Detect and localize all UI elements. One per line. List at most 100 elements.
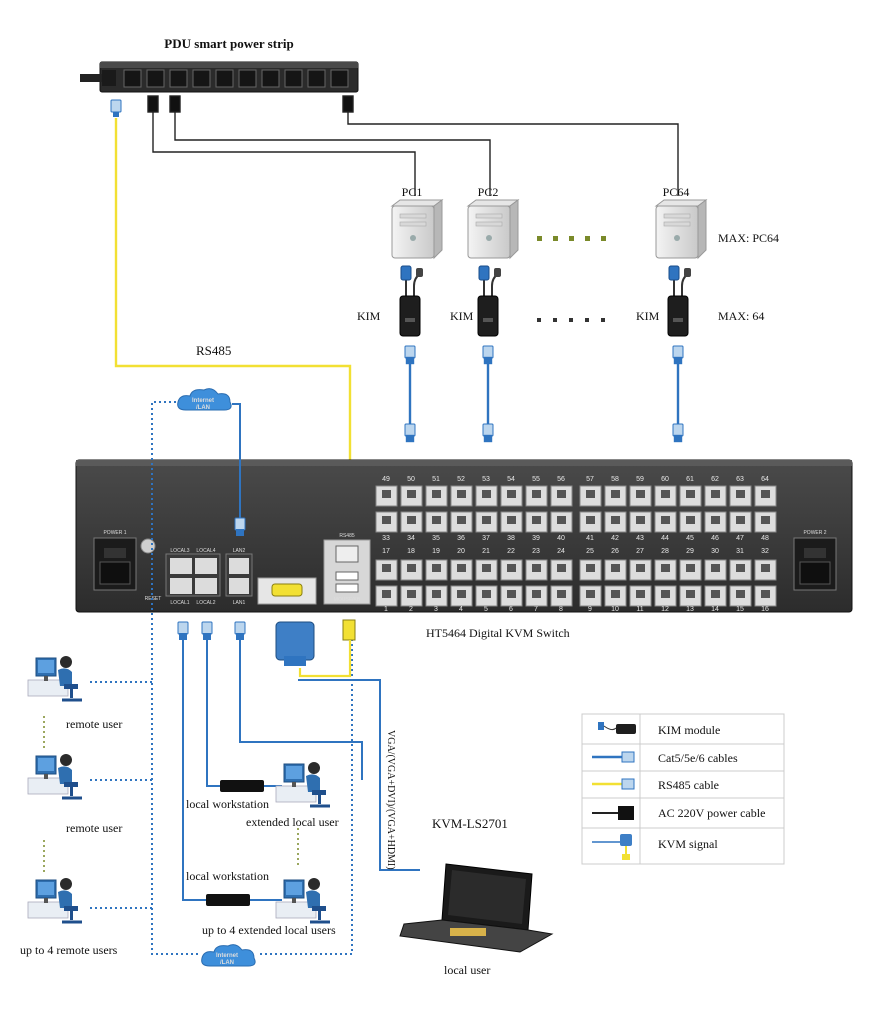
rj45-port-slot	[457, 590, 466, 598]
local-cat5-cables	[177, 621, 420, 901]
port-number-label: 22	[507, 548, 515, 555]
network-dotted-lines	[90, 401, 353, 955]
lan2-label: LAN2	[233, 548, 246, 554]
port-number-label: 52	[457, 476, 465, 483]
port-number-label: 26	[611, 548, 619, 555]
rj45-port-slot	[661, 590, 670, 598]
rj45-port-slot	[432, 564, 441, 572]
rj45-port-slot	[611, 490, 620, 498]
port-number-label: 57	[586, 476, 594, 483]
rj45-port-slot	[586, 590, 595, 598]
rj45-port-slot	[711, 590, 720, 598]
port-number-label: 29	[686, 548, 694, 555]
kvm-console	[399, 863, 554, 953]
legend-kvm-signal-icon	[592, 834, 632, 860]
pc64-label: PC64	[663, 185, 690, 199]
kim-label-2: KIM	[450, 309, 474, 323]
rs485-cable	[110, 99, 356, 528]
port-number-label: 34	[407, 535, 415, 542]
rj45-port-slot	[507, 490, 516, 498]
port-number-label: 11	[636, 606, 643, 613]
rj45-port-slot	[586, 564, 595, 572]
rj45-port-slot	[482, 590, 491, 598]
rj45-port-slot	[382, 516, 391, 524]
rj45-port-slot	[532, 564, 541, 572]
port-number-label: 58	[611, 476, 619, 483]
vga-cable	[275, 619, 356, 678]
kim-label-3: KIM	[636, 309, 660, 323]
port-number-label: 4	[459, 606, 463, 613]
kim-cat5-cables	[403, 344, 685, 443]
local-workstation-2	[206, 894, 282, 906]
extended-local-user	[274, 760, 332, 808]
rj45-port-slot	[761, 516, 770, 524]
pdu-outlet	[192, 69, 211, 88]
port-number-label: 64	[761, 476, 769, 483]
pdu-outlet	[284, 69, 303, 88]
rj45-port-slot	[661, 516, 670, 524]
rj45-port-slot	[382, 490, 391, 498]
pc-1	[391, 199, 443, 259]
kim-label-1: KIM	[357, 309, 381, 323]
kim-module-64	[667, 265, 692, 337]
port-number-label: 25	[586, 548, 594, 555]
pdu-outlet	[123, 69, 142, 88]
port-number-label: 63	[736, 476, 744, 483]
rj45-port-slot	[507, 564, 516, 572]
max-pc-label: MAX: PC64	[718, 231, 779, 245]
rj45-port-slot	[432, 490, 441, 498]
legend-label-3: AC 220V power cable	[658, 806, 765, 820]
internet-top-label-1: Internet	[192, 398, 214, 404]
rj45-port-slot	[736, 516, 745, 524]
rj45-port-slot	[611, 516, 620, 524]
rj45-port-slot	[532, 490, 541, 498]
remote-user-label-1: remote user	[66, 717, 122, 731]
legend-label-0: KIM module	[658, 723, 720, 737]
rj45-port-slot	[761, 490, 770, 498]
rj45-port-slot	[432, 516, 441, 524]
port-number-label: 14	[711, 606, 719, 613]
power1-label: POWER 1	[103, 530, 126, 536]
port-number-label: 21	[482, 548, 490, 555]
kim-module-2	[477, 265, 502, 337]
legend-cat5-icon	[592, 751, 635, 763]
pdu-outlet	[146, 69, 165, 88]
port-number-label: 33	[382, 535, 390, 542]
port-number-label: 43	[636, 535, 644, 542]
port-number-label: 48	[761, 535, 769, 542]
rj45-port-slot	[711, 564, 720, 572]
port-number-label: 46	[711, 535, 719, 542]
rj45-port-slot	[761, 590, 770, 598]
pdu-label: PDU smart power strip	[164, 36, 293, 51]
port-number-label: 50	[407, 476, 415, 483]
port-number-label: 1	[384, 606, 388, 613]
port-number-label: 5	[484, 606, 488, 613]
rj45-port-slot	[586, 490, 595, 498]
extended-local-users	[274, 876, 332, 924]
pc2-label: PC2	[478, 185, 499, 199]
rj45-port-slot	[611, 590, 620, 598]
rj45-port-slot	[532, 516, 541, 524]
port-number-label: 44	[661, 535, 669, 542]
local3-label: LOCAL3	[170, 548, 189, 554]
rj45-port-slot	[507, 516, 516, 524]
remote-user-2	[26, 752, 84, 800]
rj45-port-slot	[482, 490, 491, 498]
port-number-label: 2	[409, 606, 413, 613]
pdu-outlet	[169, 69, 188, 88]
pdu-outlet	[215, 69, 234, 88]
pc1-label: PC1	[402, 185, 423, 199]
rj45-port-slot	[557, 590, 566, 598]
vga-cable-label: VGA/(VGA+DVI)/(VGA+HDMI)	[385, 730, 396, 870]
kim-ellipsis	[537, 318, 605, 322]
rj45-port-slot	[611, 564, 620, 572]
port-number-label: 62	[711, 476, 719, 483]
rj45-port-slot	[636, 516, 645, 524]
rj45-port-slot	[686, 564, 695, 572]
internet-top-label-2: /LAN	[196, 405, 210, 411]
rj45-port-slot	[686, 490, 695, 498]
kvm-model-label: KVM-LS2701	[432, 816, 508, 831]
rj45-port-slot	[636, 490, 645, 498]
